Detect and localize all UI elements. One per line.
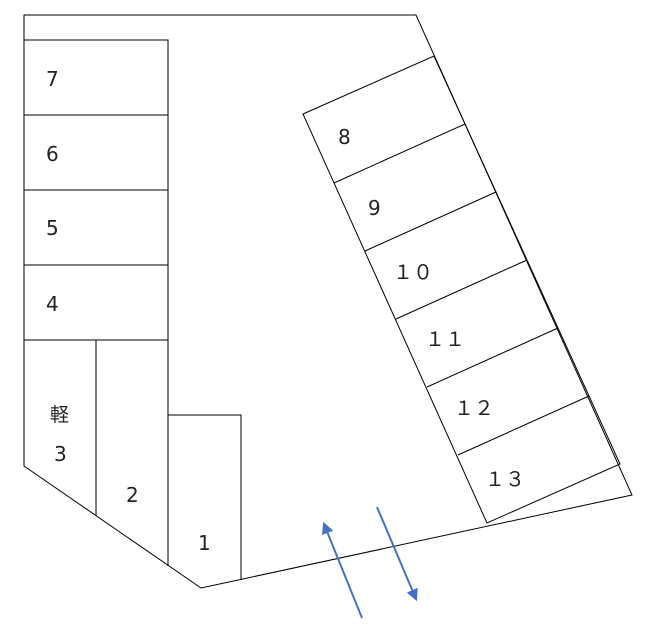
space-9-label: 9 (368, 196, 381, 220)
right-angled-block (302, 55, 621, 524)
lot-boundary (23, 14, 633, 589)
space-1-label: 1 (198, 531, 211, 555)
space-12-13-divider (457, 395, 590, 456)
space-5-label: 5 (46, 216, 59, 240)
space-2-label: 2 (126, 483, 139, 507)
space-13-label: １３ (485, 467, 525, 491)
space-10-11-divider (395, 259, 528, 320)
space-7-label: 7 (46, 67, 59, 91)
space-4-label: 4 (46, 292, 59, 316)
entry-arrow-icon (322, 521, 363, 619)
space-3-tag: 軽 (50, 404, 69, 426)
bottom-left-spaces (24, 339, 242, 580)
space-11-12-divider (426, 327, 559, 388)
space-10-label: １０ (393, 260, 433, 284)
space-8-label: 8 (338, 125, 351, 149)
space-labels: 7 6 5 4 軽 3 2 1 8 9 １０ １１ １２ １３ (46, 67, 525, 555)
space-6-label: 6 (46, 142, 59, 166)
space-12-label: １２ (454, 396, 494, 420)
exit-arrow-icon (376, 506, 418, 602)
space-9-10-divider (364, 191, 497, 252)
space-1-outline (168, 414, 242, 580)
right-block-outline (302, 55, 621, 524)
traffic-arrows (322, 506, 418, 619)
space-11-label: １１ (425, 327, 465, 351)
space-8-9-divider (333, 123, 466, 184)
space-3-label: 3 (54, 442, 67, 466)
